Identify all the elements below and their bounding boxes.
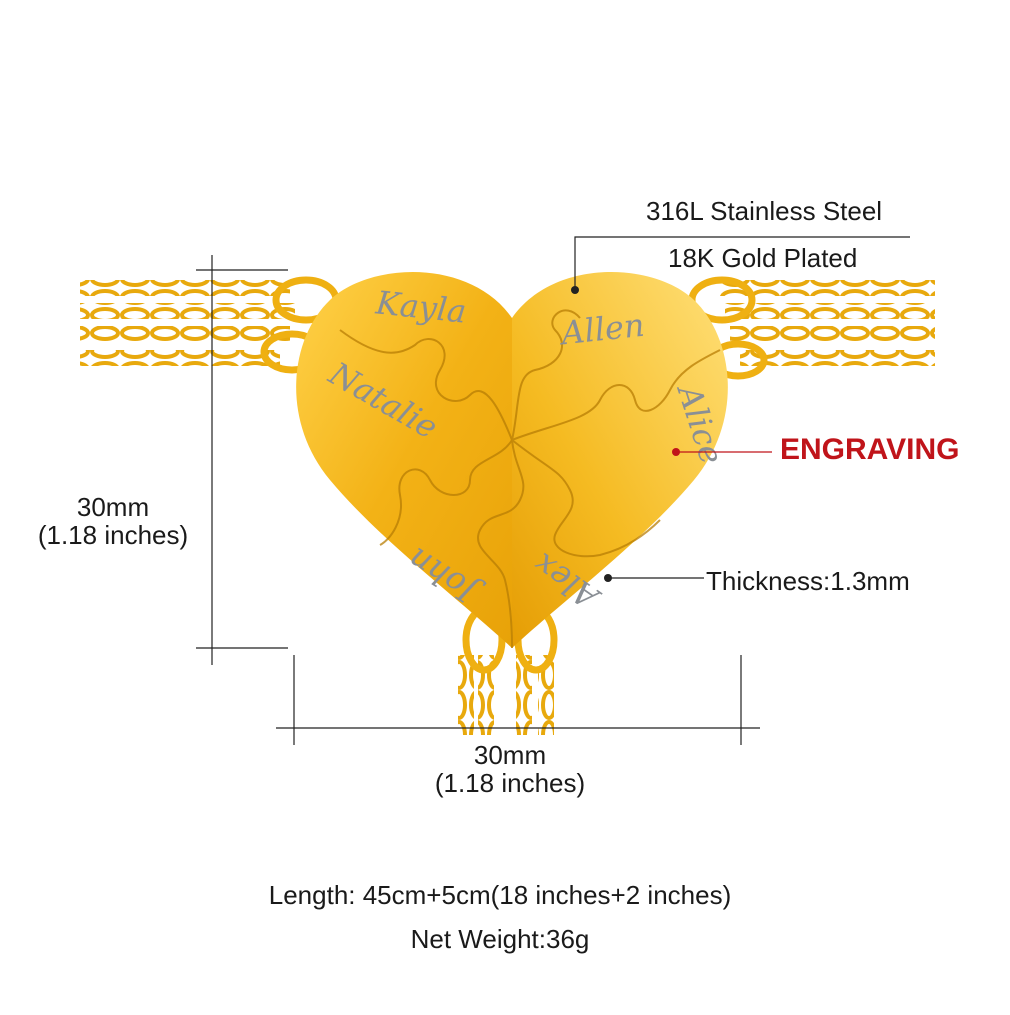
dimension-lines — [196, 255, 760, 745]
height-inches: (1.18 inches) — [37, 520, 189, 550]
heart-pendant: Kayla Allen Natalie Alice John Alex — [296, 272, 731, 649]
length-spec: Length: 45cm+5cm(18 inches+2 inches) — [268, 880, 732, 910]
material-callout-dot — [571, 286, 579, 294]
material-line-2: 18K Gold Plated — [668, 243, 858, 273]
engraving-callout-dot — [672, 448, 680, 456]
chain-bottom — [458, 655, 554, 735]
thickness-callout-dot — [604, 574, 612, 582]
engraving-name-2: Allen — [557, 306, 647, 353]
weight-spec: Net Weight:36g — [410, 924, 590, 954]
thickness-label: Thickness:1.3mm — [706, 566, 910, 596]
height-value: 30mm — [76, 492, 150, 522]
chain-right — [720, 280, 935, 366]
chain-left — [80, 280, 295, 366]
width-inches: (1.18 inches) — [434, 768, 586, 798]
width-value: 30mm — [473, 740, 547, 770]
material-line-1: 316L Stainless Steel — [646, 196, 883, 226]
engraving-label: ENGRAVING — [780, 433, 960, 466]
engraving-name-1: Kayla — [373, 283, 468, 330]
callout-lines — [574, 236, 910, 579]
